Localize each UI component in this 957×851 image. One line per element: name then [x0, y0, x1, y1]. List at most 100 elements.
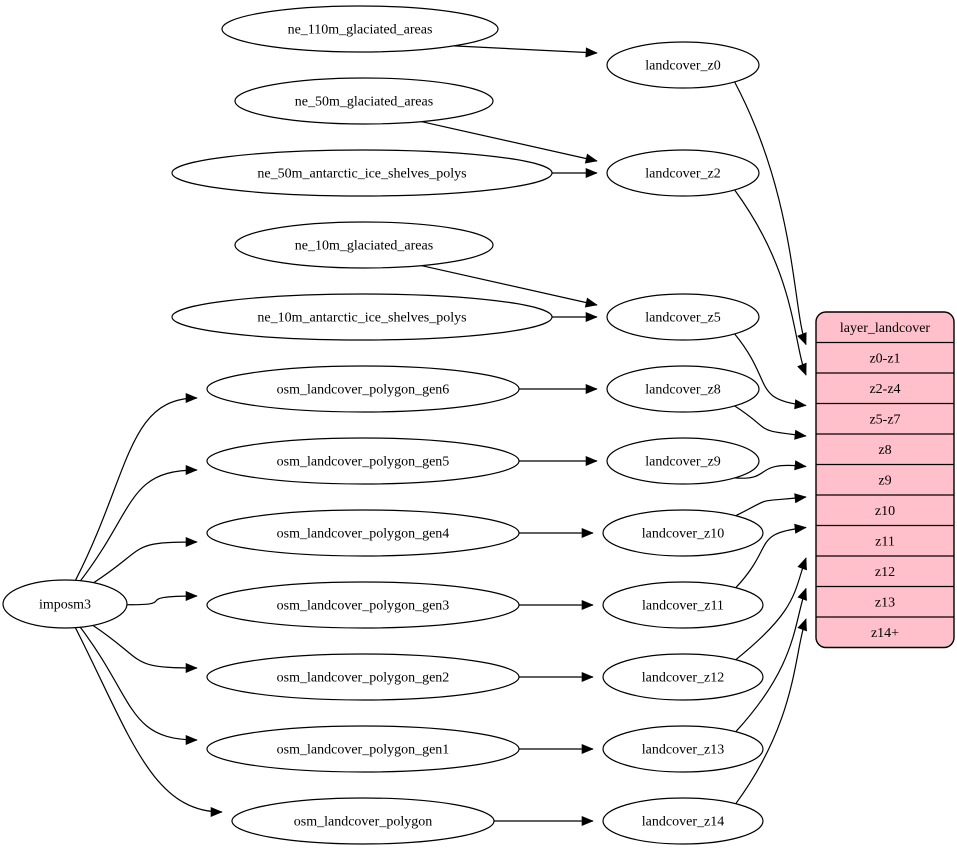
edge-arrowhead: [185, 662, 198, 674]
table-row-z9[interactable]: z9: [816, 465, 954, 496]
node-landcover_z10[interactable]: landcover_z10: [602, 509, 764, 557]
table-row-z11[interactable]: z11: [816, 526, 954, 557]
node-osm_landcover_polygon_gen5[interactable]: osm_landcover_polygon_gen5: [206, 437, 520, 485]
node-label-landcover_z8: landcover_z8: [645, 383, 720, 398]
node-ne_10m_antarctic_ice_shelves_polys[interactable]: ne_10m_antarctic_ice_shelves_polys: [171, 293, 553, 341]
node-imposm3[interactable]: imposm3: [2, 579, 128, 629]
edge-arrowhead: [185, 590, 198, 602]
table-row-z8[interactable]: z8: [816, 434, 954, 465]
node-label-osm_landcover_polygon: osm_landcover_polygon: [294, 815, 432, 830]
node-label-osm_landcover_polygon_gen6: osm_landcover_polygon_gen6: [277, 383, 450, 398]
node-shape-osm_landcover_polygon_gen5: [206, 437, 520, 485]
node-label-ne_50m_antarctic_ice_shelves_polys: ne_50m_antarctic_ice_shelves_polys: [257, 167, 466, 182]
edge-arrowhead: [584, 297, 598, 308]
table-row-z5-z7[interactable]: z5-z7: [816, 404, 954, 435]
node-label-osm_landcover_polygon_gen3: osm_landcover_polygon_gen3: [277, 599, 450, 614]
edge-arrowhead: [585, 167, 598, 179]
node-label-ne_110m_glaciated_areas: ne_110m_glaciated_areas: [288, 23, 433, 38]
node-ne_50m_antarctic_ice_shelves_polys[interactable]: ne_50m_antarctic_ice_shelves_polys: [171, 149, 553, 197]
node-ne_10m_glaciated_areas[interactable]: ne_10m_glaciated_areas: [234, 221, 494, 269]
node-landcover_z14[interactable]: landcover_z14: [602, 797, 764, 845]
node-shape-ne_10m_antarctic_ice_shelves_polys: [171, 293, 553, 341]
table-row-z0-z1[interactable]: z0-z1: [816, 343, 954, 374]
edge-arrowhead: [797, 587, 807, 601]
node-landcover_z9[interactable]: landcover_z9: [606, 437, 760, 485]
edge-arrowhead: [585, 47, 598, 58]
edge-ne_50m_glaciated_areas-to-landcover_z2: [421, 121, 598, 162]
node-label-landcover_z12: landcover_z12: [642, 671, 724, 686]
node-label-landcover_z14: landcover_z14: [642, 815, 724, 830]
node-label-landcover_z13: landcover_z13: [642, 743, 724, 758]
node-label-landcover_z11: landcover_z11: [642, 599, 724, 614]
node-shape-landcover_z5: [606, 293, 760, 341]
edge-arrowhead: [585, 455, 598, 467]
edge-arrowhead: [794, 399, 807, 410]
node-label-osm_landcover_polygon_gen5: osm_landcover_polygon_gen5: [277, 455, 450, 470]
node-osm_landcover_polygon_gen4[interactable]: osm_landcover_polygon_gen4: [206, 509, 520, 557]
table-row-z14+[interactable]: z14+: [816, 617, 954, 648]
node-osm_landcover_polygon[interactable]: osm_landcover_polygon: [231, 797, 495, 845]
edge-landcover_z14-to-table-row-9: [735, 618, 807, 805]
edge-imposm3-to-osm_landcover_polygon_gen1: [79, 626, 198, 741]
node-landcover_z12[interactable]: landcover_z12: [602, 653, 764, 701]
edge-landcover_z12-to-table-row-7: [735, 557, 807, 661]
edge-imposm3-to-osm_landcover_polygon: [74, 627, 223, 813]
edge-landcover_z5-to-table-row-2: [734, 333, 807, 407]
layer-table-body: [815, 311, 955, 649]
edge-arrowhead: [797, 362, 807, 376]
table-row-label: z11: [875, 534, 895, 549]
edge-arrowhead: [185, 734, 198, 746]
edge-arrowhead: [584, 153, 598, 164]
table-row-z12[interactable]: z12: [816, 556, 954, 587]
table-row-z13[interactable]: z13: [816, 587, 954, 618]
table-row-label: z2-z4: [869, 382, 900, 397]
node-landcover_z0[interactable]: landcover_z0: [606, 41, 760, 89]
node-label-osm_landcover_polygon_gen4: osm_landcover_polygon_gen4: [277, 527, 450, 542]
node-shape-ne_50m_antarctic_ice_shelves_polys: [171, 149, 553, 197]
node-osm_landcover_polygon_gen1[interactable]: osm_landcover_polygon_gen1: [206, 725, 520, 773]
table-row-label: z13: [875, 595, 895, 610]
edges-layer: [74, 45, 807, 827]
table-row-label: z0-z1: [869, 351, 900, 366]
node-osm_landcover_polygon_gen6[interactable]: osm_landcover_polygon_gen6: [206, 365, 520, 413]
layer-table-header-label: layer_landcover: [840, 321, 931, 336]
node-landcover_z11[interactable]: landcover_z11: [602, 581, 764, 629]
edge-arrowhead: [581, 527, 594, 539]
node-landcover_z8[interactable]: landcover_z8: [606, 365, 760, 413]
edge-landcover_z13-to-table-row-8: [735, 588, 807, 733]
table-row-label: z14+: [871, 626, 899, 641]
edge-arrowhead: [797, 618, 807, 632]
node-shape-landcover_z10: [602, 509, 764, 557]
table-row-z2-z4[interactable]: z2-z4: [816, 373, 954, 404]
node-landcover_z13[interactable]: landcover_z13: [602, 725, 764, 773]
node-shape-landcover_z11: [602, 581, 764, 629]
node-shape-ne_50m_glaciated_areas: [234, 77, 494, 125]
node-osm_landcover_polygon_gen3[interactable]: osm_landcover_polygon_gen3: [206, 581, 520, 629]
edge-arrowhead: [210, 806, 223, 818]
node-landcover_z2[interactable]: landcover_z2: [606, 149, 760, 197]
node-label-osm_landcover_polygon_gen1: osm_landcover_polygon_gen1: [277, 743, 450, 758]
table-row-label: z10: [875, 504, 895, 519]
node-shape-imposm3: [2, 579, 128, 629]
edge-arrowhead: [585, 383, 598, 395]
node-shape-osm_landcover_polygon_gen2: [206, 653, 520, 701]
node-label-landcover_z2: landcover_z2: [645, 167, 720, 182]
node-shape-ne_10m_glaciated_areas: [234, 221, 494, 269]
node-landcover_z5[interactable]: landcover_z5: [606, 293, 760, 341]
node-osm_landcover_polygon_gen2[interactable]: osm_landcover_polygon_gen2: [206, 653, 520, 701]
node-shape-landcover_z9: [606, 437, 760, 485]
node-shape-landcover_z14: [602, 797, 764, 845]
node-ne_50m_glaciated_areas[interactable]: ne_50m_glaciated_areas: [234, 77, 494, 125]
node-shape-landcover_z0: [606, 41, 760, 89]
node-label-imposm3: imposm3: [39, 598, 91, 613]
node-ne_110m_glaciated_areas[interactable]: ne_110m_glaciated_areas: [221, 5, 499, 53]
table-row-z10[interactable]: z10: [816, 495, 954, 526]
table-row-label: z5-z7: [869, 412, 900, 427]
node-shape-osm_landcover_polygon_gen3: [206, 581, 520, 629]
edge-arrowhead: [794, 493, 807, 504]
edge-imposm3-to-osm_landcover_polygon_gen2: [92, 624, 198, 669]
edge-arrowhead: [581, 671, 594, 683]
